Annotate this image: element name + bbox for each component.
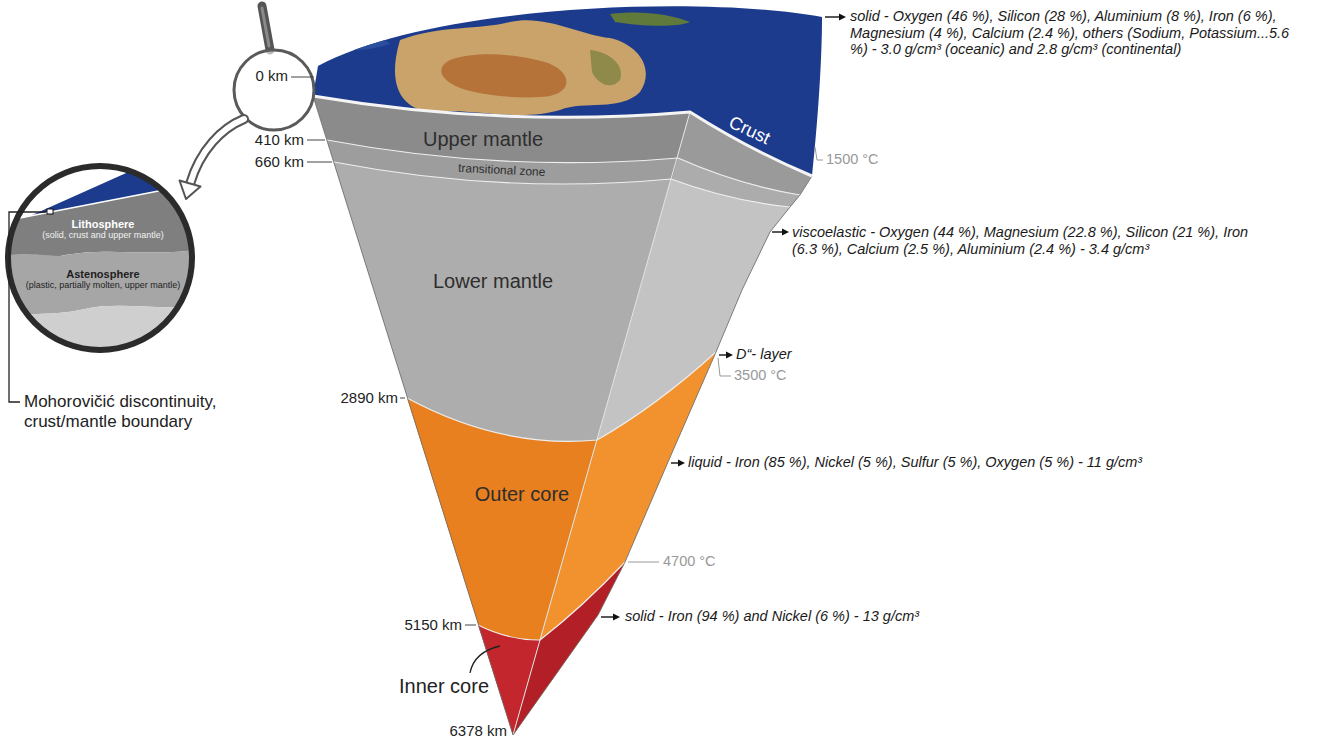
layer-name: Lower mantle (433, 270, 553, 293)
layer-name: Upper mantle (423, 128, 543, 151)
temperature-label: 1500 °C (826, 151, 879, 168)
depth-label: 660 km (255, 153, 304, 171)
core-layer: Outer core (475, 483, 569, 506)
depth-label: 0 km (255, 67, 288, 85)
mantle-layer: Upper mantle (423, 128, 543, 151)
layer-name: Outer core (475, 483, 569, 506)
core-layer: Inner core (399, 675, 489, 698)
composition-note: viscoelastic - Oxygen (44 %), Magnesium … (792, 224, 1252, 257)
lithosphere-band: Lithosphere(solid, crust and upper mantl… (42, 218, 164, 241)
temperature-label: 4700 °C (663, 553, 716, 570)
band-note: (plastic, partially molten, upper mantle… (26, 280, 181, 290)
band-title: Astenosphere (26, 268, 181, 281)
depth-label: 5150 km (404, 616, 462, 634)
depth-label: 410 km (255, 131, 304, 149)
layer-note: D“- layer (736, 346, 792, 363)
asthenosphere-band: Astenosphere(plastic, partially molten, … (26, 268, 181, 291)
band-title: Lithosphere (42, 218, 164, 231)
composition-note: liquid - Iron (85 %), Nickel (5 %), Sulf… (688, 454, 1142, 471)
callout-note: Mohorovičić discontinuity, crust/mantle … (24, 392, 274, 432)
composition-note: solid - Iron (94 %) and Nickel (6 %) - 1… (625, 608, 919, 625)
depth-label: 2890 km (340, 389, 398, 407)
layer-name: Inner core (399, 675, 489, 698)
mantle-layer: Lower mantle (433, 270, 553, 293)
composition-note: solid - Oxygen (46 %), Silicon (28 %), A… (850, 8, 1305, 58)
band-note: (solid, crust and upper mantle) (42, 230, 164, 240)
temperature-label: 3500 °C (734, 367, 787, 384)
depth-label: 6378 km (449, 722, 507, 740)
